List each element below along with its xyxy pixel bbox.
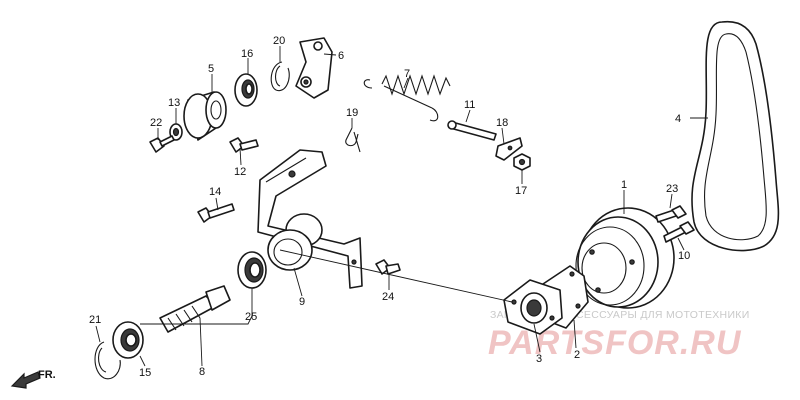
callouts: 1 2 3 4 5 6 7 8 9 10 11 12 13 14 15 16 1… xyxy=(89,35,690,379)
callout-13: 13 xyxy=(168,97,180,109)
callout-1: 1 xyxy=(621,179,627,191)
part-22-bolt xyxy=(149,135,175,153)
callout-10: 10 xyxy=(678,250,690,262)
part-11-adjust-bolt xyxy=(447,120,497,141)
part-25-bearing xyxy=(237,251,267,289)
part-16-bearing xyxy=(234,73,258,107)
callout-23: 23 xyxy=(666,183,678,195)
part-1-pulley xyxy=(575,207,675,309)
part-12-bolt xyxy=(229,137,259,153)
callout-24: 24 xyxy=(382,291,394,303)
part-14-bolt xyxy=(197,203,235,223)
callout-6: 6 xyxy=(338,50,344,62)
direction-label: FR. xyxy=(38,369,56,381)
callout-9: 9 xyxy=(299,296,305,308)
callout-19: 19 xyxy=(346,107,358,119)
part-4-belt xyxy=(691,20,780,252)
callout-21: 21 xyxy=(89,314,101,326)
callout-12: 12 xyxy=(234,166,246,178)
callout-14: 14 xyxy=(209,186,221,198)
part-7-spring xyxy=(363,74,451,122)
part-20-circlip xyxy=(270,61,290,92)
callout-18: 18 xyxy=(496,117,508,129)
part-6-arm xyxy=(295,37,333,99)
part-9-bracket xyxy=(257,149,363,289)
callout-22: 22 xyxy=(150,117,162,129)
part-24-bolt xyxy=(375,259,401,275)
callout-25: 25 xyxy=(245,311,257,323)
part-15-bearing xyxy=(112,321,144,359)
callout-16: 16 xyxy=(241,48,253,60)
front-direction-arrow: FR. xyxy=(10,369,56,389)
callout-8: 8 xyxy=(199,366,205,378)
part-5-idler xyxy=(183,91,227,141)
part-21-circlip xyxy=(94,341,121,380)
part-8-shaft xyxy=(159,285,231,333)
part-18-clip xyxy=(495,137,523,161)
callout-17: 17 xyxy=(515,185,527,197)
callout-11: 11 xyxy=(464,99,475,111)
callout-3: 3 xyxy=(536,353,542,365)
callout-2: 2 xyxy=(574,349,580,361)
callout-15: 15 xyxy=(139,367,151,379)
callout-5: 5 xyxy=(208,63,214,75)
part-17-nut xyxy=(513,153,531,171)
leader-lines xyxy=(95,46,708,367)
callout-20: 20 xyxy=(273,35,285,47)
part-23-bolt xyxy=(655,205,687,223)
part-19-cotter-pin xyxy=(345,127,361,153)
part-10-bolt xyxy=(663,221,695,243)
part-3-hub xyxy=(503,279,563,335)
watermark-brand: PARTSFOR.RU xyxy=(488,324,742,362)
callout-4: 4 xyxy=(675,113,681,125)
callout-7: 7 xyxy=(404,68,410,80)
